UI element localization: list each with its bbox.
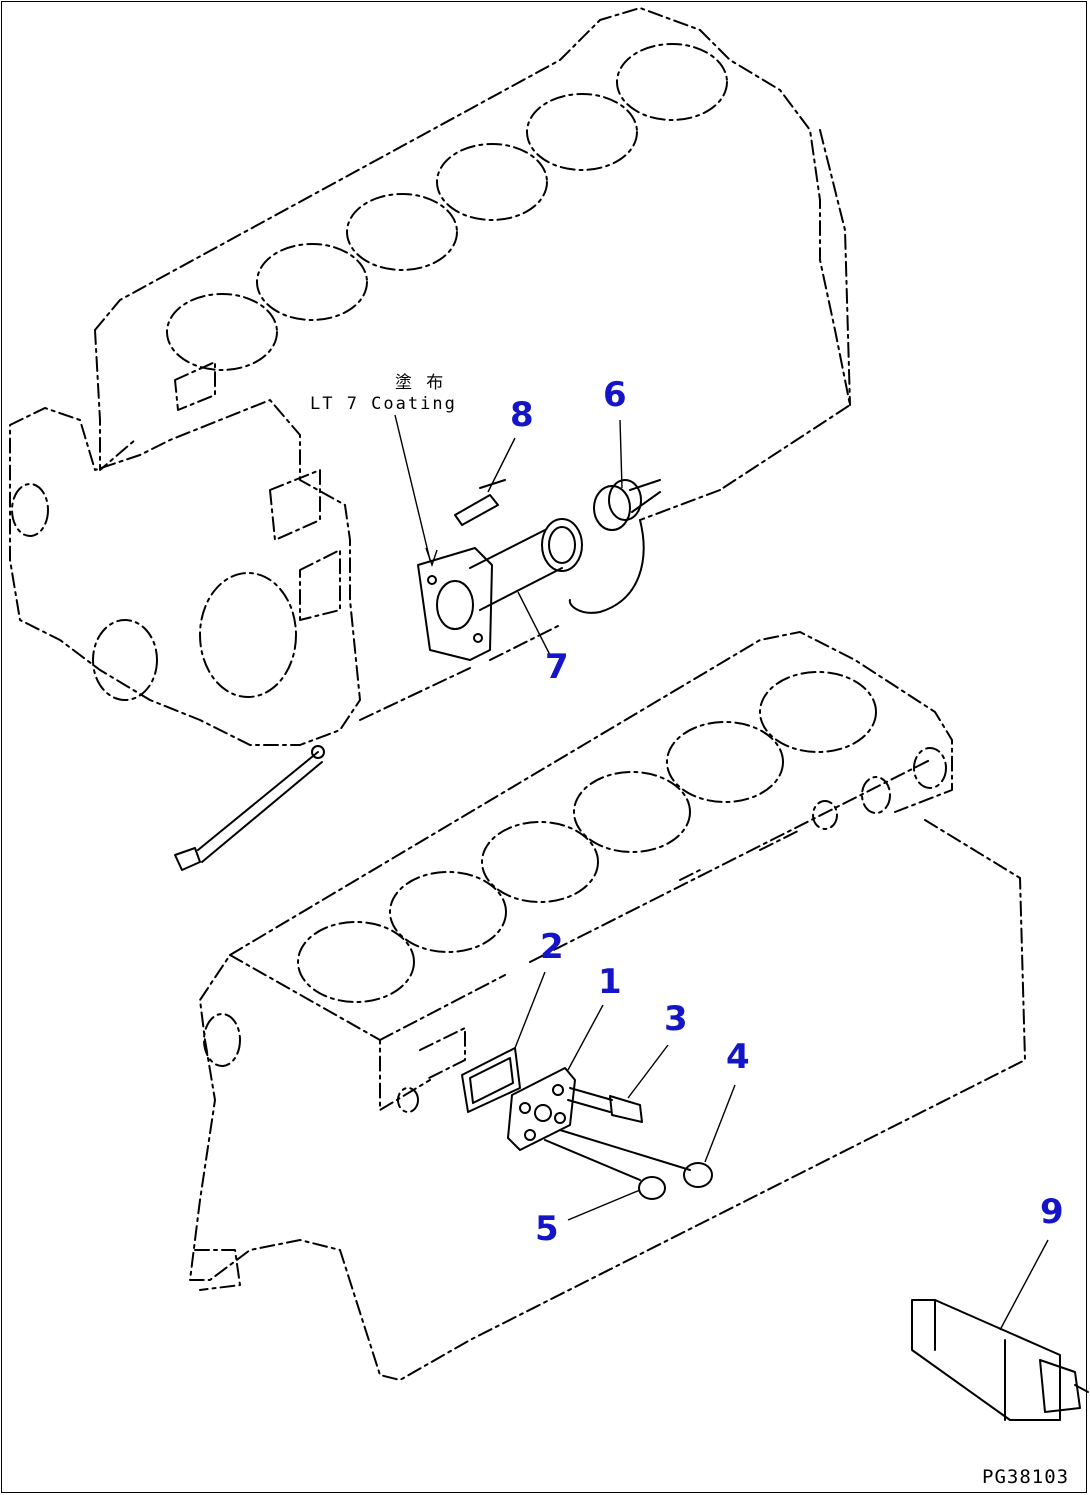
callout-5: 5: [535, 1209, 559, 1249]
part-7-water-pipe: [417, 518, 583, 661]
part-3-bolt: [567, 1087, 643, 1123]
drawing-part-code: PG38103: [982, 1466, 1070, 1488]
coating-note-jp: 塗 布: [395, 373, 446, 393]
part-6-temperature-sensor: [568, 479, 661, 614]
callout-1: 1: [598, 962, 622, 1002]
leader-lines: [394, 414, 1049, 1331]
callout-2: 2: [540, 927, 564, 967]
lower-engine-block: [189, 631, 1026, 1381]
part-4-plug: [559, 1129, 713, 1188]
callout-9: 9: [1040, 1192, 1064, 1232]
callout-8: 8: [510, 395, 534, 435]
part-9-tool: [911, 1299, 1089, 1421]
part-1-cover: [507, 1067, 576, 1151]
upper-engine-block: [9, 7, 851, 746]
callout-6: 6: [603, 375, 627, 415]
callout-3: 3: [664, 999, 688, 1039]
long-bolt: [174, 745, 325, 871]
coating-note-en: LT 7 Coating: [310, 394, 457, 414]
part-5-plug: [544, 1139, 666, 1200]
callout-4: 4: [726, 1037, 750, 1077]
part-8-plug: [454, 479, 506, 526]
part-2-gasket: [461, 1047, 521, 1113]
callout-7: 7: [545, 647, 569, 687]
